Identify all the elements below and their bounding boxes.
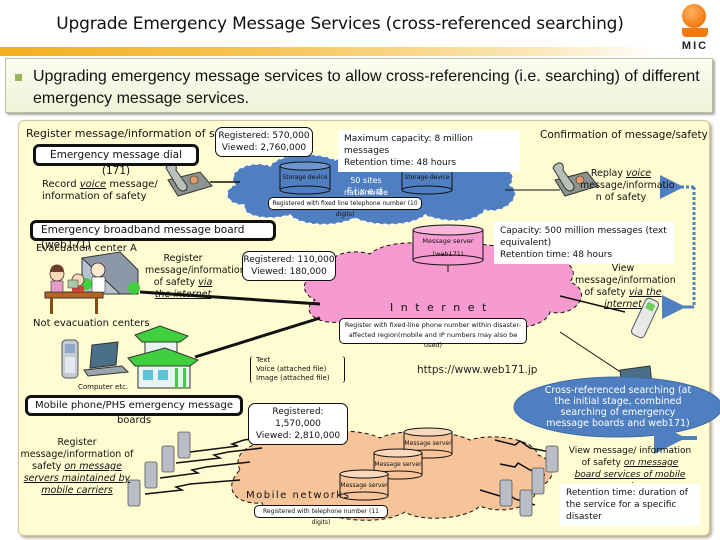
evac-to-internet-line xyxy=(139,290,321,306)
dial171-replay-text: Replay voice message/informatio n of saf… xyxy=(580,168,675,203)
telephone-right-icon xyxy=(552,162,599,197)
logo-text: MIC xyxy=(681,40,709,52)
title-accent-bar xyxy=(0,47,660,56)
dial171-viewed: Viewed: 2,760,000 xyxy=(221,143,307,153)
laptop-icon xyxy=(83,341,130,377)
dial171-capacity-line1: Maximum capacity: 8 million messages xyxy=(344,134,474,156)
internet-cloud xyxy=(303,242,582,336)
web171-stats: Registered: 110,000 Viewed: 180,000 xyxy=(242,251,336,281)
evac-center-label: Evacuation center A xyxy=(36,243,137,254)
web171-retention-line: Retention time: 48 hours xyxy=(500,250,613,260)
dial171-sites: 50 sites nationwide xyxy=(343,176,389,197)
mobile-phone-icon xyxy=(61,339,79,379)
dial171-stats: Registered: 570,000 Viewed: 2,760,000 xyxy=(215,127,313,157)
dial171-retention-line: Retention time: 48 hours xyxy=(344,158,457,168)
message-server-web171 xyxy=(412,224,484,266)
web171-registered: Registered: 110,000 xyxy=(243,255,335,265)
dial171-register-heading: Register message/information of safety xyxy=(26,127,243,140)
web171-register-text: Register message/information of safety v… xyxy=(145,253,246,300)
dial171-registered-note: Registered with fixed line telephone num… xyxy=(268,197,422,218)
handsets-right-icon xyxy=(499,445,559,517)
cell-phone-right-icon xyxy=(631,297,659,339)
page-title: Upgrade Emergency Message Services (cros… xyxy=(56,14,624,34)
mobile-registered: Registered: 1,570,000 xyxy=(272,407,324,429)
dial171-registered: Registered: 570,000 xyxy=(218,131,310,141)
dial171-capacity: Maximum capacity: 8 million messages Ret… xyxy=(338,130,520,172)
logo-ball-icon xyxy=(682,4,706,28)
mic-logo: MIC xyxy=(674,4,714,54)
mobile-service-label: Mobile phone/PHS emergency message board… xyxy=(25,395,243,426)
mobile-retention: Retention time: duration of the service … xyxy=(560,484,700,526)
mobile-server-3-label: Message server xyxy=(340,482,388,489)
internet-to-phone-line xyxy=(559,295,626,313)
cross-reference-ellipse xyxy=(513,376,720,438)
bullet-icon xyxy=(15,74,22,81)
mobile-networks-label: Mobile networks xyxy=(246,490,351,501)
mobile-register-text: Register message/information of safety o… xyxy=(20,437,134,496)
mobile-message-server-3 xyxy=(339,469,389,501)
cross-reference-text: Cross-referenced searching (at the initi… xyxy=(544,385,692,429)
internet-label: I n t e r n e t xyxy=(390,301,489,314)
web171-content-types: Text Voice (attached file) Image (attach… xyxy=(250,356,345,383)
evacuation-center-icon xyxy=(44,251,140,314)
computer-label: Computer etc. xyxy=(78,383,129,391)
mobile-server-1-label: Message server xyxy=(404,440,452,447)
house-icon xyxy=(127,325,200,389)
web171-url-link[interactable]: https://www.web171.jp xyxy=(417,364,538,376)
handsets-left-icon xyxy=(127,431,191,507)
not-evac-label: Not evacuation centers xyxy=(33,318,150,329)
web171-viewed: Viewed: 180,000 xyxy=(251,267,327,277)
house-to-internet-line xyxy=(194,316,321,359)
web171-service-label: Emergency broadband message board (web17… xyxy=(30,220,276,251)
summary-box: Upgrading emergency message services to … xyxy=(5,58,713,113)
mobile-server-2-label: Message server xyxy=(374,461,422,468)
dial171-service-label: Emergency message dial (171) xyxy=(33,144,199,177)
web171-register-note: Register with fixed-line phone number wi… xyxy=(339,318,527,349)
mobile-viewed: Viewed: 2,810,000 xyxy=(255,431,341,441)
internet-to-laptop-line xyxy=(559,331,626,376)
storage-device-left xyxy=(279,161,331,195)
dial171-record-text: Record voice message/ information of saf… xyxy=(42,179,158,202)
mobile-registered-note: Registered with telephone number (11 dig… xyxy=(254,505,388,526)
storage-device-left-label: Storage device xyxy=(282,174,328,181)
telephone-left-icon xyxy=(165,162,213,197)
web171-capacity: Capacity: 500 million messages (text equ… xyxy=(494,222,674,264)
web171-server-label: Message server (web171) xyxy=(422,237,474,258)
web171-capacity-line1: Capacity: 500 million messages (text equ… xyxy=(500,226,667,248)
dial171-confirmation-heading: Confirmation of message/safety xyxy=(540,129,708,141)
storage-device-right-label: Storage device xyxy=(404,174,450,181)
web171-view-text: View message/information of safety via t… xyxy=(575,263,676,310)
mobile-stats: Registered: 1,570,000 Viewed: 2,810,000 xyxy=(248,403,348,445)
summary-text: Upgrading emergency message services to … xyxy=(33,68,700,107)
logo-base xyxy=(682,28,708,37)
